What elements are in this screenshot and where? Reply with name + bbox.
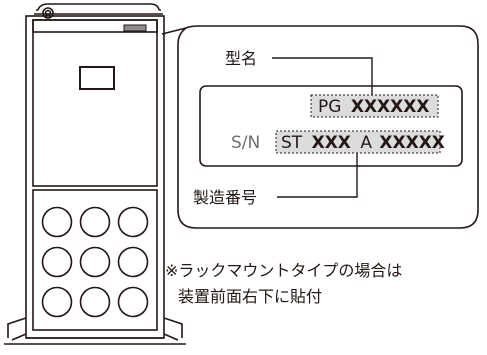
serial-part-1: ST: [281, 133, 303, 153]
grille-hole: [117, 206, 149, 238]
serial-leader: [277, 153, 358, 198]
svg-text:PG XXXXXX: PG XXXXXX: [318, 97, 430, 117]
rack-mount-note-line1: ※ラックマウントタイプの場合は: [165, 261, 402, 280]
label-plate-outline: [199, 85, 463, 167]
label-plate: PG XXXXXX S/N ST XXX A XXXXX: [199, 85, 463, 167]
model-code-text: XXXXXX: [351, 97, 430, 117]
svg-text:ST XXX A XXX: ST XXX A XXXXX: [281, 133, 445, 153]
grille-hole: [79, 246, 111, 278]
server-tower: [4, 3, 186, 345]
callout-bubble: [161, 25, 479, 229]
grille-hole: [41, 246, 73, 278]
callout-outline: [161, 25, 479, 229]
nameplate-marker: [123, 24, 147, 32]
tower-front-panel: [25, 15, 165, 339]
model-value-highlight: [310, 94, 439, 118]
rack-mount-note-line2: 装置前面右下に貼付: [178, 287, 322, 306]
grille-hole: [79, 206, 111, 238]
grille-holes: [41, 206, 149, 318]
tower-top-cap: [37, 3, 160, 11]
serial-prefix-text: S/N: [231, 133, 260, 153]
model-prefix-text: PG: [318, 97, 341, 117]
grille-hole: [117, 246, 149, 278]
serial-label: 製造番号: [193, 188, 257, 207]
grille-hole: [79, 286, 111, 318]
serial-value-highlight: [275, 130, 441, 154]
grille-hole: [41, 206, 73, 238]
grille-hole: [117, 286, 149, 318]
model-leader: [272, 57, 373, 95]
model-label: 型名: [225, 49, 257, 68]
grille-hole: [41, 286, 73, 318]
front-display-window: [79, 66, 115, 90]
serial-part-3: A: [360, 133, 372, 153]
serial-part-4: XXXXX: [379, 133, 445, 153]
power-button-icon: [42, 7, 54, 19]
drive-bay-panel: [32, 189, 158, 331]
tower-stand: [7, 317, 27, 341]
serial-part-2: XXX: [312, 133, 351, 153]
